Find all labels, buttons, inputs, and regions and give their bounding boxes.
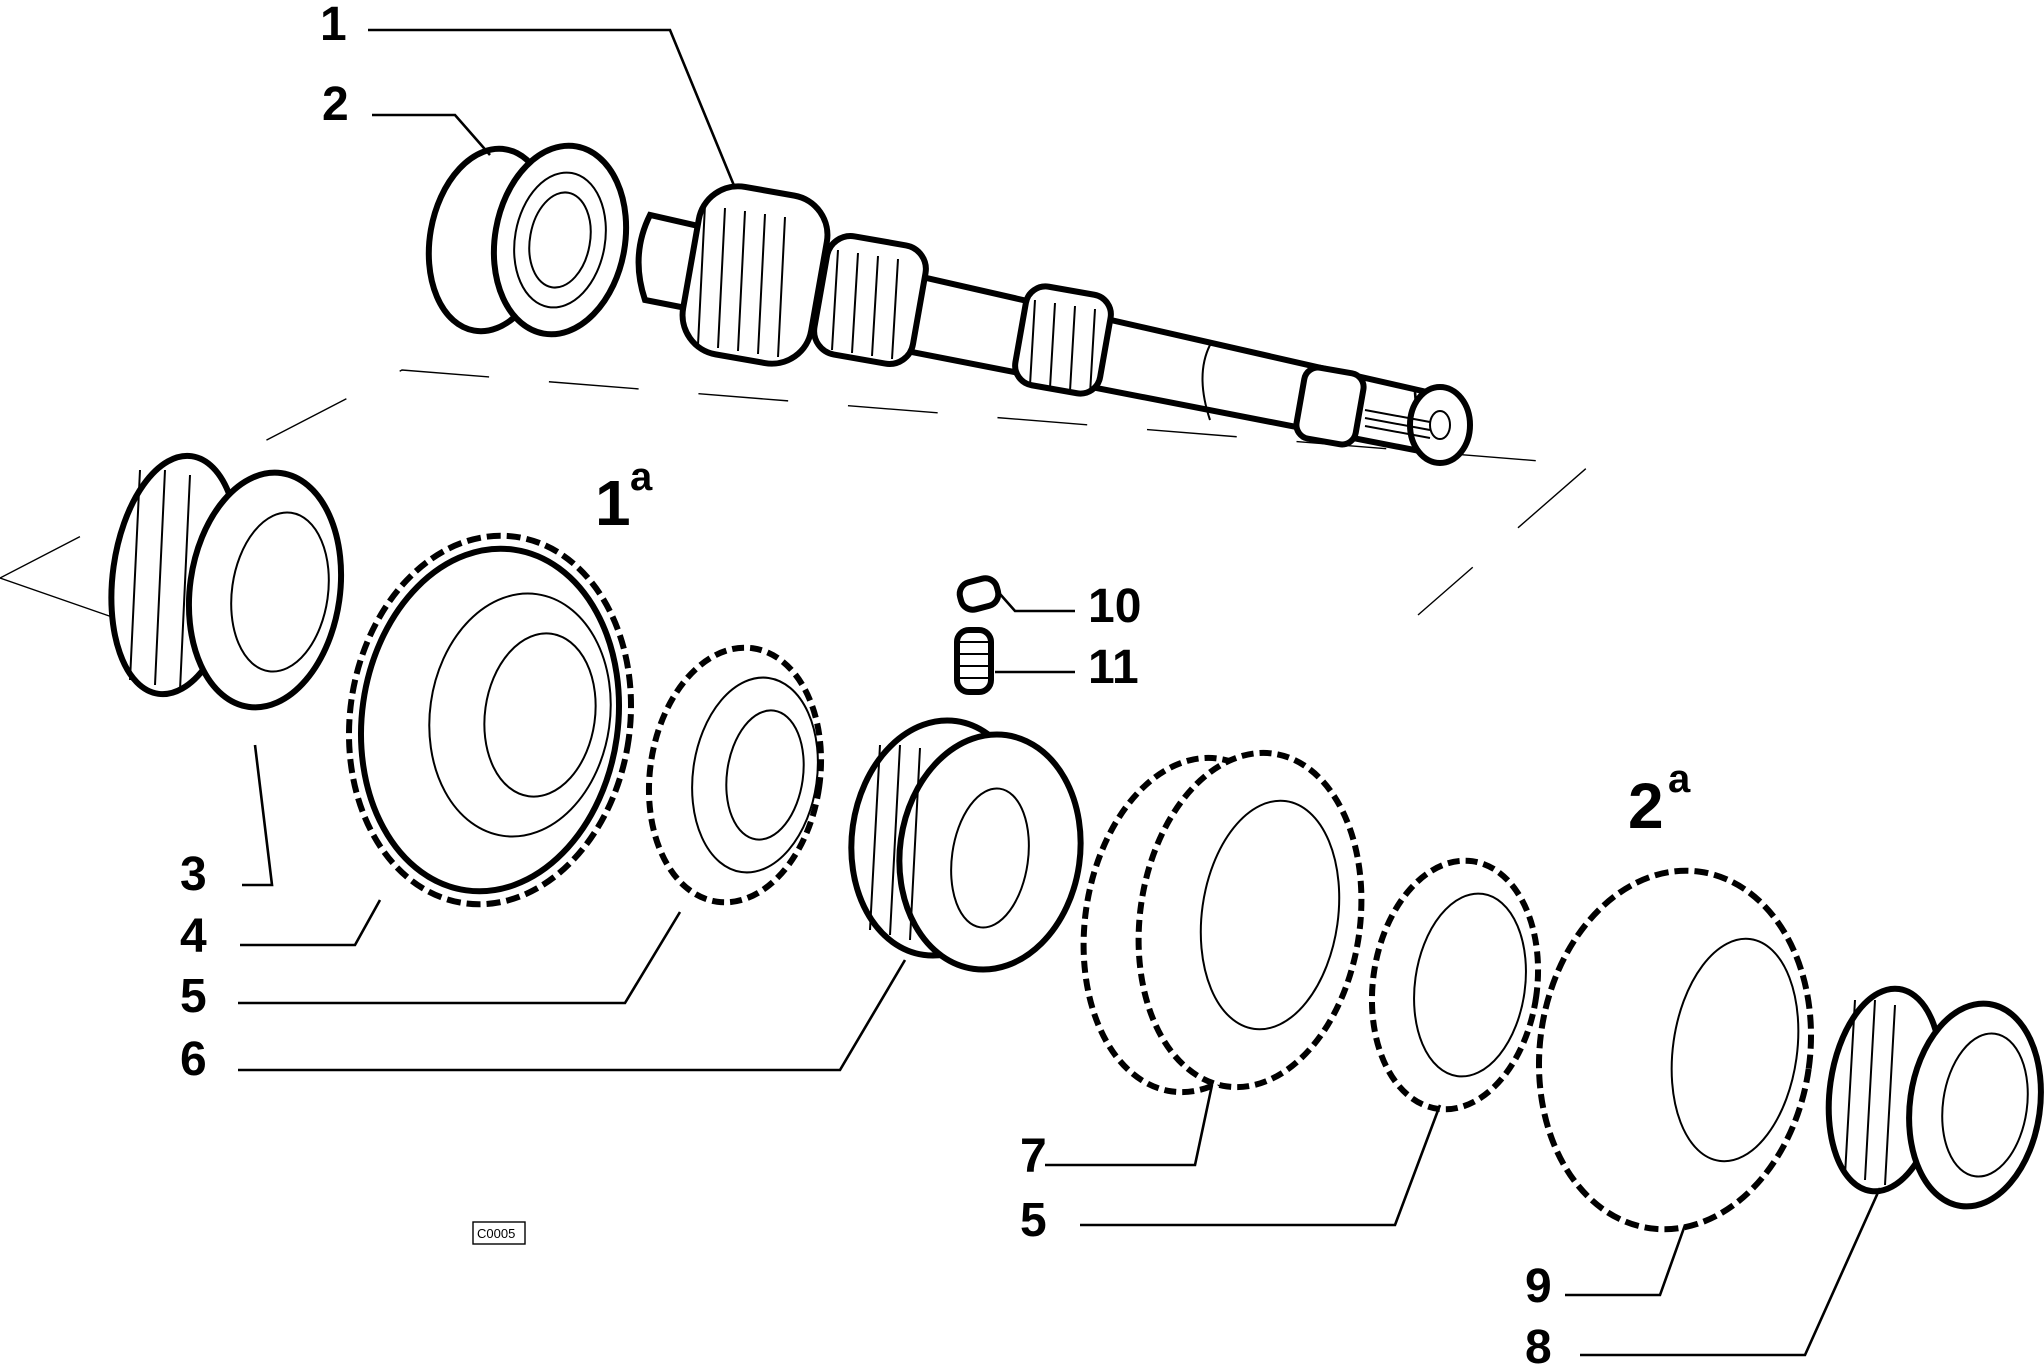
second-gear: [1535, 867, 1815, 1233]
main-shaft: [635, 183, 1473, 466]
gear-mark-second-superscript: a: [1668, 757, 1691, 801]
synchro-hub: [848, 717, 1084, 973]
sleeve-left: [108, 452, 345, 711]
callout-9: 9: [1525, 1260, 1552, 1313]
leader-lines: [238, 28, 1882, 1357]
sleeve-right: [1825, 985, 2044, 1210]
detent-pin: [956, 575, 1002, 613]
callout-8: 8: [1525, 1321, 1552, 1366]
drawing-code: C0005: [477, 1226, 515, 1241]
detent-spring: [954, 627, 994, 695]
callout-6: 6: [180, 1033, 207, 1086]
shaft-gear-middle: [811, 233, 929, 367]
callout-4: 4: [180, 910, 207, 963]
bearing: [425, 142, 630, 338]
gear-mark-second: 2 a: [1628, 757, 1691, 842]
callout-11: 11: [1088, 641, 1139, 694]
synchro-ring-left: [645, 644, 825, 906]
shaft-gear-small: [1012, 283, 1114, 397]
first-gear: [345, 532, 635, 908]
gear-mark-first-number: 1: [595, 467, 631, 539]
drawing-code-box: C0005: [472, 1221, 526, 1245]
callout-3: 3: [180, 848, 207, 901]
sliding-sleeve: [1080, 749, 1365, 1096]
shaft-gear-large: [679, 183, 831, 367]
callout-5-left: 5: [180, 970, 207, 1023]
callout-5-right: 5: [1020, 1194, 1047, 1247]
callout-2: 2: [322, 78, 349, 131]
callout-1: 1: [320, 0, 347, 51]
callout-labels: 1 2 3 4 5 6 7 5 9 8 10 11: [180, 0, 1552, 1366]
callout-10: 10: [1088, 580, 1141, 633]
gear-mark-first-superscript: a: [630, 455, 653, 499]
gear-mark-first: 1 a: [595, 455, 653, 539]
synchro-ring-right: [1368, 857, 1542, 1113]
gear-mark-second-number: 2: [1628, 770, 1664, 842]
callout-7: 7: [1020, 1130, 1047, 1183]
shaft-spline-end: [1293, 364, 1367, 448]
